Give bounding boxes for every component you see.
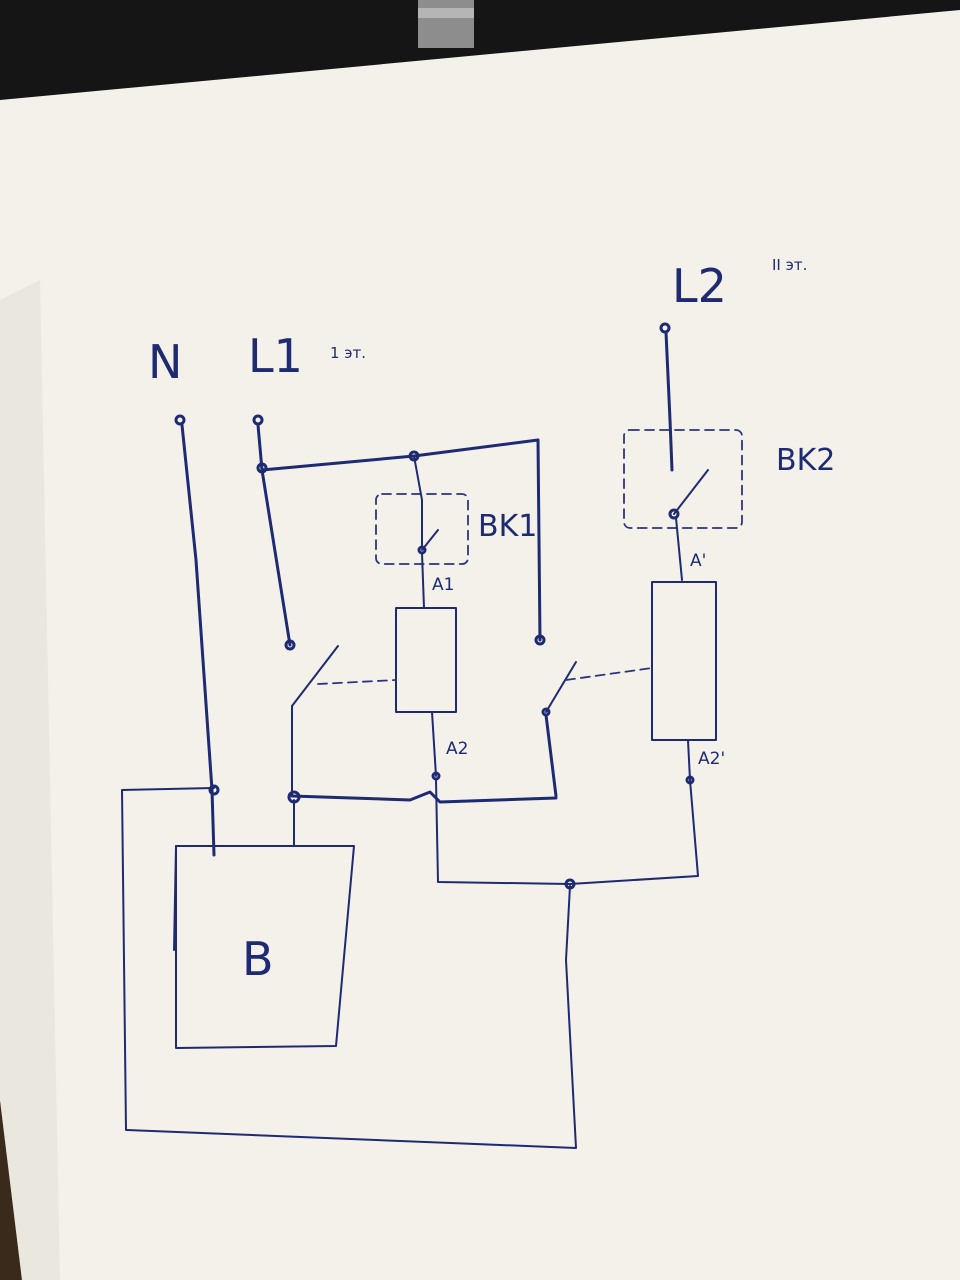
coil1-box (395, 607, 457, 713)
load-b-box (175, 845, 355, 1049)
terminal-n-label: N (148, 335, 182, 389)
coil1-pin-a2-label: A2 (446, 739, 468, 759)
coil2-return-wire (569, 779, 699, 885)
binder-clip (418, 0, 474, 48)
switch-bk2-label: BK2 (776, 443, 835, 478)
bk1-to-coil1 (421, 552, 425, 609)
switch-bk1-label: BK1 (478, 509, 537, 544)
paper-shadow (0, 280, 60, 1280)
contacts-common-bus (290, 790, 558, 804)
terminal-n-dot (174, 414, 186, 426)
contact1-coupling (317, 679, 397, 685)
terminal-l1-note: 1 эт. (330, 344, 366, 362)
coil2-box (651, 581, 717, 741)
contact2-top-dot (534, 634, 546, 646)
l1-bus-junction (256, 462, 268, 474)
load-b-left-extension (173, 845, 177, 951)
circuit-diagram: N L1 1 эт. L2 II эт. BK1 BK2 A1 A2 A' A2… (121, 256, 835, 1149)
coil1-bottom-wire (431, 711, 437, 777)
contact2-coupling (565, 667, 653, 681)
l1-right-drop (536, 438, 542, 642)
terminal-l1-label: L1 (248, 329, 303, 383)
coil1-bottom-dot (431, 771, 441, 781)
bottom-return-loop (121, 787, 577, 1149)
bk2-switch-pivot (668, 508, 680, 520)
contact2-blade (545, 661, 577, 713)
l1-contact-dot (284, 639, 296, 651)
coil2-bottom-wire (687, 739, 691, 781)
coil2-pin-a2-label: A2' (698, 749, 725, 769)
bk2-switch-blade (673, 469, 709, 515)
neutral-wire (180, 423, 216, 857)
load-b-label: B (242, 932, 274, 986)
coil1-pin-a1-label: A1 (432, 575, 454, 595)
contact1-blade (291, 645, 339, 707)
bk1-feed (413, 455, 423, 549)
bk2-dashed-box (623, 429, 743, 529)
neutral-loop-junction (208, 784, 220, 796)
coil1-return-wire (435, 779, 571, 885)
terminal-l2-label: L2 (672, 259, 727, 313)
contact2-out-wire (544, 713, 558, 798)
l2-wire (664, 330, 674, 472)
bk2-to-coil2 (675, 517, 683, 581)
terminal-l2-note: II эт. (772, 256, 807, 274)
paper-sheet (0, 10, 960, 1280)
coil2-pin-a-label: A' (690, 551, 706, 571)
